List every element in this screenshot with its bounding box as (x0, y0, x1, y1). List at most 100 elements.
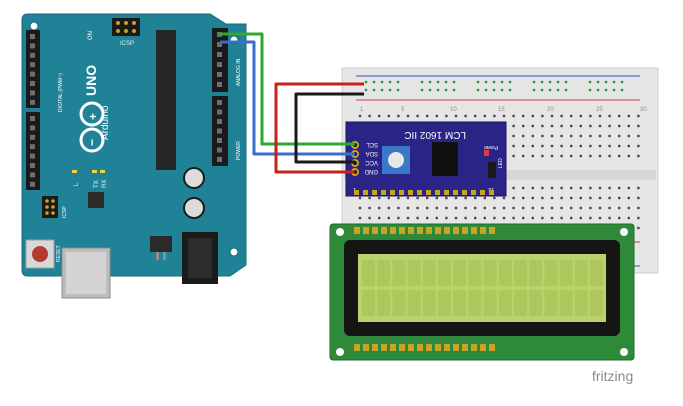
bb-hole (589, 216, 592, 220)
bb-hole (627, 216, 630, 220)
wire-gnd-gnd[interactable] (294, 92, 364, 164)
bb-hole (454, 206, 458, 210)
rail-hole (452, 80, 456, 84)
i2c-module-header-pads (354, 190, 494, 195)
bb-hole (522, 206, 525, 210)
svg-text:−: − (85, 139, 99, 146)
pin-scl-label: SCL (366, 141, 378, 147)
bb-hole (531, 114, 534, 118)
bb-hole (512, 196, 515, 200)
rail-hole (540, 80, 544, 84)
arduino-left-pins (30, 34, 35, 187)
bb-hole (570, 124, 573, 128)
lcd-pad (390, 344, 396, 351)
bb-hole (608, 216, 611, 220)
bb-hole (550, 216, 554, 220)
bb-hole (512, 216, 515, 220)
digital-header-2 (26, 112, 40, 190)
digital-pin (30, 153, 35, 159)
bb-hole (454, 216, 458, 220)
i2c-module-title: LCM 1602 IIC (404, 129, 466, 140)
bb-hole (502, 196, 506, 200)
bb-hole (541, 134, 544, 138)
arduino-brand-label: Arduino (100, 105, 111, 140)
wire-5v-vcc[interactable] (274, 82, 364, 174)
bb-hole (531, 196, 534, 200)
lcd-cell (529, 260, 543, 286)
lcd-cell (362, 290, 375, 316)
lcd-pad (480, 344, 486, 351)
wire-a5-scl[interactable] (220, 32, 355, 146)
power-pin (217, 100, 222, 105)
bb-hole (618, 134, 621, 138)
digital-pin (30, 43, 35, 49)
bb-hole (512, 144, 515, 148)
bb-hole (560, 154, 563, 158)
bb-hole (579, 124, 582, 128)
bb-hole (416, 206, 419, 210)
rail-hole (604, 80, 608, 84)
bb-hole (579, 216, 582, 220)
bb-hole (493, 196, 496, 200)
bb-hole (531, 186, 534, 190)
module-pad (426, 190, 431, 195)
bb-hole (627, 206, 630, 210)
icsp2-label: ICSP (62, 206, 68, 218)
bb-hole (378, 206, 381, 210)
lcd-pad (453, 344, 459, 351)
bb-hole (570, 144, 573, 148)
fritzing-watermark: fritzing (592, 368, 633, 384)
bb-hole (502, 216, 506, 220)
analog-pin (217, 72, 222, 77)
lcd-pad (399, 227, 405, 234)
bb-hole (541, 154, 544, 158)
bb-hole (627, 144, 630, 148)
bb-hole (589, 186, 592, 190)
lcd-16x2-display (329, 223, 635, 361)
tx-label: TX (94, 180, 100, 188)
digital-pin (30, 99, 35, 105)
wire-a4-sda[interactable] (220, 40, 355, 156)
bb-hole (358, 114, 362, 118)
bb-hole (541, 186, 544, 190)
bb-hole (512, 206, 515, 210)
bb-hole (435, 216, 438, 220)
bb-hole (579, 154, 582, 158)
on-label: ON (88, 31, 94, 40)
bb-hole (637, 114, 640, 118)
lcd-cell (407, 260, 421, 286)
pcf8574-chip (432, 142, 458, 176)
bb-hole (579, 114, 582, 118)
bb-hole (618, 154, 621, 158)
lcd-pad (444, 227, 450, 234)
bb-hole (560, 144, 563, 148)
bb-hole (608, 154, 611, 158)
bb-hole (627, 186, 630, 190)
bb-hole (637, 206, 640, 210)
bb-hole (560, 196, 563, 200)
bb-hole (550, 196, 554, 200)
lcd-cell (468, 290, 482, 316)
bb-hole (637, 196, 640, 200)
bb-hole (397, 114, 400, 118)
bb-hole (541, 124, 544, 128)
bb-hole (618, 144, 621, 148)
lcd-cell (377, 260, 391, 286)
bb-hole (541, 216, 544, 220)
bb-hole (550, 144, 554, 148)
rail-hole (596, 88, 600, 92)
svg-text:+: + (86, 113, 100, 120)
bb-hole (570, 196, 573, 200)
icsp-header (112, 18, 140, 36)
module-pad (480, 190, 485, 195)
rail-hole (444, 88, 448, 92)
bb-hole (435, 206, 438, 210)
lcd-pad (354, 344, 360, 351)
rail-hole (540, 88, 544, 92)
lcd-cell (438, 260, 451, 286)
lcd-pad (489, 344, 495, 351)
rail-hole (548, 80, 552, 84)
lcd-cell (392, 290, 406, 316)
bb-hole (406, 216, 410, 220)
